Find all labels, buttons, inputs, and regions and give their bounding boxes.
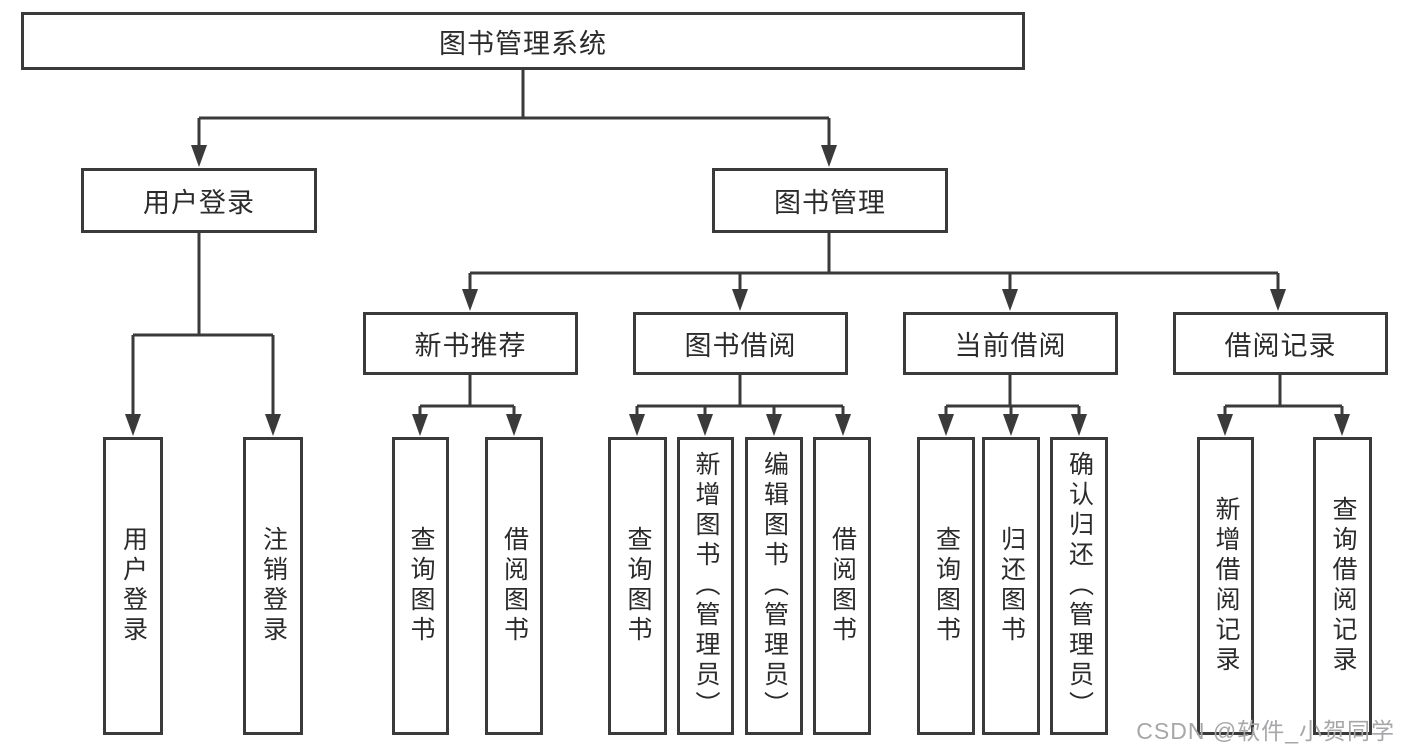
node-label: 查询借阅记录: [1329, 496, 1357, 676]
node-library-management-system: 图书管理系统: [21, 12, 1025, 70]
leaf-records-query-borrow-record: 查询借阅记录: [1313, 437, 1372, 735]
node-book-management: 图书管理: [712, 168, 948, 233]
node-label: 查询图书: [624, 526, 652, 646]
node-label: 用户登录: [119, 526, 148, 646]
leaf-borrowing-edit-books-admin: 编辑图书（管理员）: [745, 437, 803, 735]
node-user-login: 用户登录: [81, 168, 317, 233]
node-label: 编辑图书（管理员）: [760, 451, 789, 721]
leaf-current-query-books: 查询图书: [917, 437, 975, 735]
leaf-borrowing-query-books: 查询图书: [608, 437, 667, 735]
node-label: 借阅记录: [1224, 331, 1337, 361]
node-label: 新增借阅记录: [1212, 496, 1240, 676]
leaf-borrowing-borrow-books: 借阅图书: [813, 437, 871, 735]
node-new-book-recommendation: 新书推荐: [363, 312, 578, 375]
node-label: 查询图书: [407, 526, 435, 646]
node-label: 确认归还（管理员）: [1065, 451, 1094, 721]
node-current-borrowing: 当前借阅: [903, 312, 1118, 375]
node-label: 新书推荐: [414, 331, 527, 361]
node-label: 查询图书: [932, 526, 961, 646]
node-label: 图书管理: [774, 188, 886, 218]
leaf-logout: 注销登录: [243, 437, 303, 735]
leaf-user-login: 用户登录: [103, 437, 163, 735]
csdn-watermark: CSDN @软件_小贺同学: [1136, 718, 1395, 744]
node-label: 图书借阅: [684, 331, 797, 361]
node-book-borrowing: 图书借阅: [633, 312, 848, 375]
node-borrowing-records: 借阅记录: [1173, 312, 1388, 375]
leaf-borrowing-add-books-admin: 新增图书（管理员）: [677, 437, 734, 735]
node-label: 新增图书（管理员）: [692, 451, 720, 721]
arrowheads: [125, 145, 1350, 436]
node-label: 图书管理系统: [439, 28, 607, 59]
leaf-recommend-query-books: 查询图书: [392, 437, 449, 735]
node-label: 用户登录: [143, 188, 255, 218]
node-label: 借阅图书: [500, 526, 529, 646]
leaf-records-add-borrow-record: 新增借阅记录: [1197, 437, 1254, 735]
node-label: 注销登录: [259, 526, 288, 646]
leaf-recommend-borrow-books: 借阅图书: [485, 437, 543, 735]
node-label: 当前借阅: [954, 331, 1067, 361]
leaf-current-confirm-return-admin: 确认归还（管理员）: [1050, 437, 1108, 735]
node-label: 归还图书: [997, 526, 1026, 646]
node-label: 借阅图书: [828, 526, 857, 646]
leaf-current-return-books: 归还图书: [982, 437, 1040, 735]
